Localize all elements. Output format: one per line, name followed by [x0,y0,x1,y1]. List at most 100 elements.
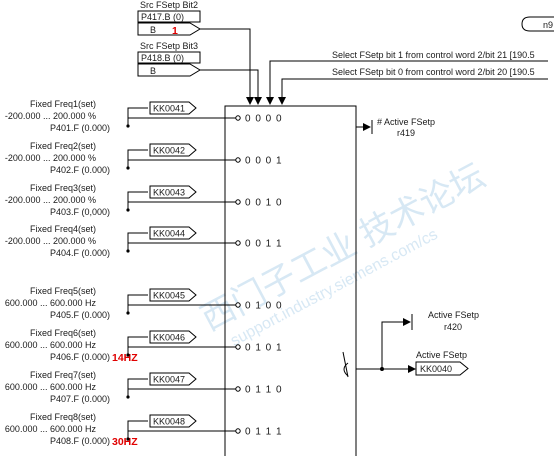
selector-input-terminal [235,157,241,163]
selector-bit-code: 0 0 0 1 [245,156,283,167]
fixed-freq-wire [127,149,148,168]
selector-bit-code: 0 1 1 1 [245,427,283,438]
src-bit2-param-box[interactable] [137,10,201,23]
fixed-freq-name: Fixed Freq8(set) [30,412,96,422]
fixed-freq-wire [127,378,148,397]
src-fsetp-bit3: Src FSetp Bit3 P418.B (0) B [137,41,201,77]
selector-input-terminal [235,386,241,392]
src-bit3-value-box[interactable] [137,63,201,77]
src-bit3-value: B [150,66,156,76]
selector-input-terminal [235,115,241,121]
src-fsetp-bit2: Src FSetp Bit2 P417.B (0) B 1 [137,0,201,37]
fixed-freq-wire [127,191,148,210]
fixed-freq-param: P408.F (0.000) [50,436,110,446]
fixed-freq-name: Fixed Freq5(set) [30,286,96,296]
src-bit2-param: P417.B (0) [141,12,184,22]
selector-bit-code: 0 1 0 0 [245,301,283,312]
switch-symbol [342,351,349,378]
src-bit3-title: Src FSetp Bit3 [140,41,198,51]
fixed-freq-range: -200.000 ... 200.000 % [5,195,96,205]
kk-connector-box[interactable] [149,143,197,157]
kk-connector-box[interactable] [149,226,197,240]
fixed-freq-node [126,208,130,212]
selector-bit-code: 0 0 1 1 [245,239,283,250]
fixed-freq-param: P407.F (0.000) [50,394,110,404]
kk0040-label: KK0040 [420,364,452,374]
fixed-freq-name: Fixed Freq7(set) [30,370,96,380]
fixed-freq-wire [127,232,148,251]
bit-selection-lines [200,28,548,105]
active-conn-label: Active FSetp [416,350,467,360]
kk-connector-box[interactable] [149,372,197,386]
fixed-freq-name: Fixed Freq6(set) [30,328,96,338]
output-active-num: # Active FSetp r419 [356,117,435,138]
fixed-freq-range: -200.000 ... 200.000 % [5,236,96,246]
kk-connector-box[interactable] [149,101,197,115]
active-label: Active FSetp [428,310,479,320]
src-bit2-title: Src FSetp Bit2 [140,0,198,10]
selector-input-terminal [235,344,241,350]
fixed-freq-range: 600.000 ... 600.000 Hz [5,424,97,434]
kk-connector-box[interactable] [149,185,197,199]
selector-input-terminal [235,199,241,205]
fixed-freq-param: P405.F (0.000) [50,310,110,320]
kk-connector-label: KK0041 [153,104,185,114]
fixed-freq-param: P404.F (0.000) [50,248,110,258]
fixed-freq-annotation: 14HZ [112,352,138,364]
fixed-freq-wire [127,420,148,439]
active-num-label: # Active FSetp [377,117,435,127]
fixed-freq-param: P402.F (0.000) [50,165,110,175]
kk-connector-label: KK0045 [153,291,185,301]
kk-connector-label: KK0047 [153,375,185,385]
fixed-freq-param: P401.F (0.000) [50,123,110,133]
selector-input-terminal [235,240,241,246]
fixed-freq-wire [127,107,148,126]
kk-connector-label: KK0046 [153,333,185,343]
top-right-partial-box [521,16,554,32]
kk-connector-box[interactable] [149,330,197,344]
fixed-freq-param: P403.F (0,000) [50,207,110,217]
fixed-freq-name: Fixed Freq1(set) [30,99,96,109]
kk-connector-label: KK0043 [153,188,185,198]
fixed-freq-node [126,437,130,441]
fixed-freq-range: -200.000 ... 200.000 % [5,153,96,163]
fixed-freq-param: P406.F (0.000) [50,352,110,362]
output-active: Active FSetp r420 Active FSetp KK0040 [342,310,479,378]
src-bit3-param: P418.B (0) [141,53,184,63]
kk0040-connector[interactable] [415,361,469,376]
selector-input-terminal [235,428,241,434]
kk-connector-label: KK0044 [153,229,185,239]
fixed-freq-node [126,124,130,128]
selector-bit-code: 0 0 1 0 [245,198,283,209]
kk-connector-box[interactable] [149,414,197,428]
switch-arc [343,362,349,377]
fixed-freq-node [126,311,130,315]
select-bit1-label: Select FSetp bit 1 from control word 2/b… [332,50,535,60]
fixed-freq-range: 600.000 ... 600.000 Hz [5,298,97,308]
fixed-freq-node [126,395,130,399]
kk-connector-box[interactable] [149,288,197,302]
fixed-freq-name: Fixed Freq4(set) [30,224,96,234]
selector-input-terminal [235,302,241,308]
fixed-freq-range: -200.000 ... 200.000 % [5,111,96,121]
fixed-freq-node [126,353,130,357]
fixed-freq-range: 600.000 ... 600.000 Hz [5,340,97,350]
select-bit0-label: Select FSetp bit 0 from control word 2/b… [332,67,535,77]
src-bit3-param-box[interactable] [137,51,201,64]
fixed-freq-name: Fixed Freq3(set) [30,183,96,193]
fsetp-selector-block [224,105,357,456]
src-bit2-value: B [150,25,156,35]
fixed-freq-name: Fixed Freq2(set) [30,141,96,151]
fixed-freq-range: 600.000 ... 600.000 Hz [5,382,97,392]
selector-bit-code: 0 1 0 1 [245,343,283,354]
fixed-freq-rows: Fixed Freq1(set) -200.000 ... 200.000 % P4… [5,99,283,448]
active-param: r420 [444,322,462,332]
active-num-param: r419 [397,128,415,138]
top-right-partial-label: n9 [543,20,553,30]
src-bit2-value-box[interactable] [137,22,201,36]
src-bit2-annotation: 1 [172,25,178,37]
kk-connector-label: KK0048 [153,417,185,427]
fixed-freq-node [126,166,130,170]
fixed-freq-annotation: 30HZ [112,436,138,448]
